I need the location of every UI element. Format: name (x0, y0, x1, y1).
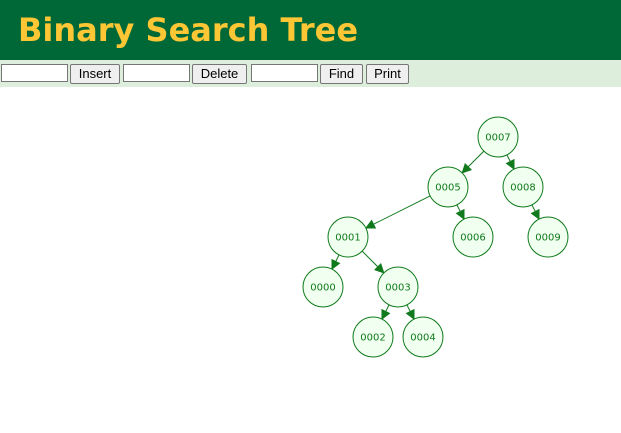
tree-node: 0009 (527, 216, 569, 258)
tree-node-circle (327, 216, 369, 258)
tree-node-label: 0001 (335, 233, 360, 244)
tree-node-label: 0006 (460, 233, 485, 244)
tree-node-label: 0000 (310, 283, 335, 294)
tree-node: 0000 (302, 266, 344, 308)
tree-edge (381, 304, 391, 321)
tree-node-circle (477, 116, 519, 158)
tree-nodes: 0007 0005 0008 0001 0006 0009 0000 0003 0002 0004 (302, 116, 569, 358)
find-input[interactable] (251, 64, 318, 82)
insert-button[interactable]: Insert (70, 64, 120, 84)
tree-node-circle (502, 166, 544, 208)
tree-node-circle (452, 216, 494, 258)
tree-node: 0001 (327, 216, 369, 258)
tree-node: 0004 (402, 316, 444, 358)
tree-node-label: 0008 (510, 183, 535, 194)
find-button[interactable]: Find (320, 64, 363, 84)
tree-edge (530, 204, 540, 221)
tree-node: 0005 (427, 166, 469, 208)
tree-node-circle (402, 316, 444, 358)
header-bar: Binary Search Tree (0, 0, 621, 60)
tree-node-circle (302, 266, 344, 308)
tree-edge (461, 150, 485, 174)
tree-node-label: 0003 (385, 283, 410, 294)
tree-edge (505, 154, 515, 171)
tree-node: 0007 (477, 116, 519, 158)
tree-node-label: 0004 (410, 333, 435, 344)
tree-node-circle (352, 316, 394, 358)
tree-node-circle (427, 166, 469, 208)
delete-button[interactable]: Delete (192, 64, 247, 84)
tree-canvas: 0007 0005 0008 0001 0006 0009 0000 0003 0002 0004 (302, 116, 569, 358)
tree-edge (455, 204, 465, 221)
tree-edge (331, 254, 341, 271)
toolbar: Insert Delete Find Print (0, 60, 621, 87)
tree-edge (405, 304, 415, 321)
tree-node-circle (377, 266, 419, 308)
tree-edge (364, 195, 431, 229)
tree-node: 0002 (352, 316, 394, 358)
insert-input[interactable] (1, 64, 68, 82)
tree-node: 0008 (502, 166, 544, 208)
tree-node-label: 0009 (535, 233, 560, 244)
delete-input[interactable] (123, 64, 190, 82)
tree-node: 0006 (452, 216, 494, 258)
tree-node-circle (527, 216, 569, 258)
tree-node: 0003 (377, 266, 419, 308)
tree-edge (361, 250, 385, 274)
tree-edges (331, 150, 540, 321)
tree-node-label: 0005 (435, 183, 460, 194)
page-title: Binary Search Tree (18, 11, 359, 49)
tree-node-label: 0002 (360, 333, 385, 344)
tree-node-label: 0007 (485, 133, 510, 144)
print-button[interactable]: Print (366, 64, 409, 84)
